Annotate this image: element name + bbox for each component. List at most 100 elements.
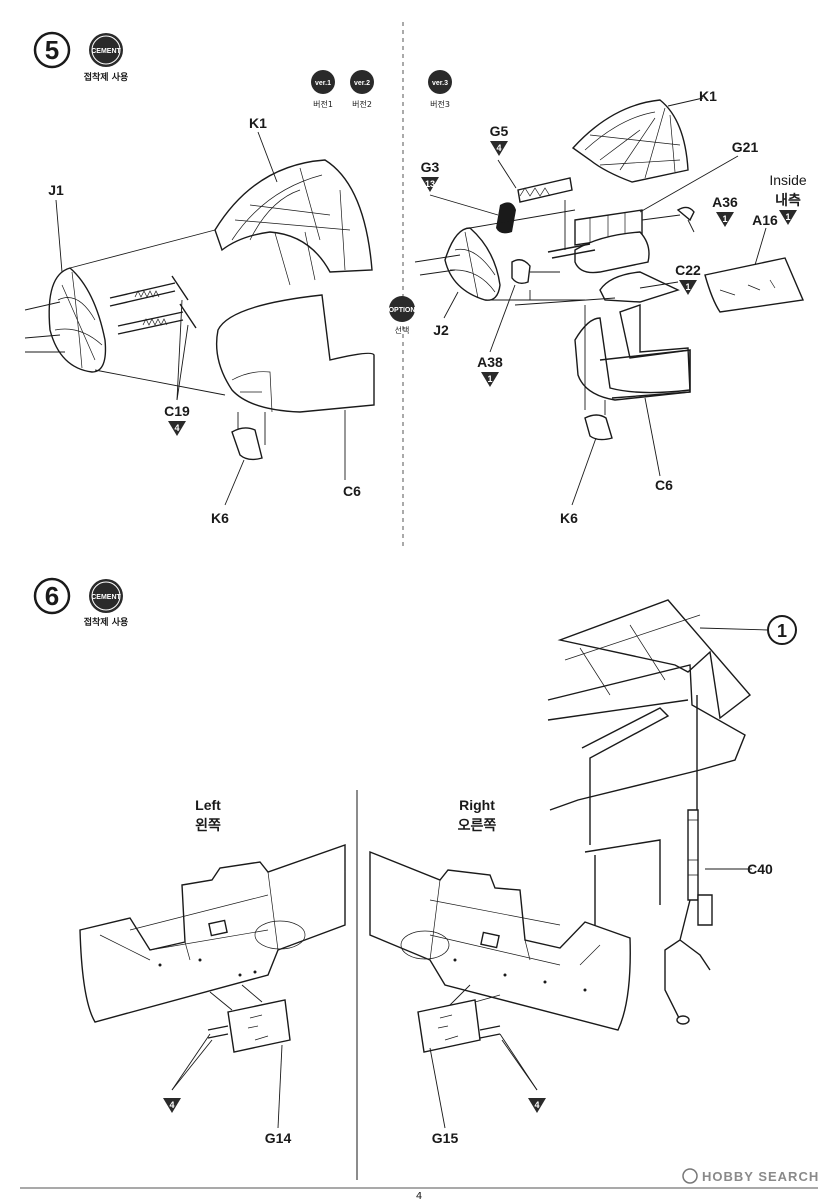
label-A38: A38 <box>477 354 503 370</box>
label-A36: A36 <box>712 194 738 210</box>
step6-header: 6 CEMENT 접착제 사용 <box>33 577 129 628</box>
cement-badge-step6: CEMENT <box>91 594 121 601</box>
step6-left-drawing: Left 왼쪽 4 G14 <box>79 797 346 1146</box>
part-K6-right <box>584 414 613 441</box>
canopy-K1-left <box>214 159 373 273</box>
step6-right-drawing: Right 오른쪽 4 G15 <box>369 797 631 1146</box>
label-C6: C6 <box>343 483 361 499</box>
label-A16: A16 <box>752 212 778 228</box>
quantity-triangle-icon <box>168 421 186 436</box>
option-badge: OPTION <box>389 307 416 314</box>
quantity-triangle-icon <box>490 141 508 156</box>
label-inside-kr: 내측 <box>775 192 801 208</box>
label-K6-right: K6 <box>560 510 578 526</box>
gun-C19 <box>109 275 197 335</box>
cement-icon <box>89 33 123 67</box>
cement-note: 접착제 사용 <box>84 71 129 83</box>
version-1-label: 버전1 <box>313 99 333 109</box>
seat-C22 <box>599 271 680 303</box>
version-badge-icon <box>350 70 374 94</box>
label-right-en: Right <box>459 797 495 813</box>
lower-hull-C6-left <box>215 294 375 413</box>
step6-c40-drawing: 1 C40 <box>547 599 797 1025</box>
canopy-K1-right <box>571 99 689 183</box>
quantity-triangle-icon <box>163 1098 181 1113</box>
decal-panel <box>480 931 500 949</box>
qty-C22: 1 <box>685 282 690 292</box>
step5-right-drawing <box>414 97 805 506</box>
lower-hull-C6-right <box>574 304 691 401</box>
label-right-kr: 오른쪽 <box>458 817 497 833</box>
label-C40: C40 <box>747 861 773 877</box>
version-1-badge: ver.1 <box>315 80 331 87</box>
part-A36 <box>676 206 695 222</box>
qty-G14: 4 <box>169 1100 174 1110</box>
qty-G3: 13 <box>425 179 435 189</box>
turret-interior <box>574 231 650 274</box>
part-G15 <box>417 999 481 1053</box>
step5-number-circle <box>33 31 71 69</box>
cement-icon <box>89 579 123 613</box>
part-A38 <box>511 259 531 285</box>
nose-glazing-J2 <box>444 227 501 301</box>
step6-number: 6 <box>45 581 59 611</box>
version-3-badge: ver.3 <box>432 80 448 87</box>
qty-G5: 4 <box>496 143 501 153</box>
step5-left-drawing <box>24 131 375 506</box>
label-K6: K6 <box>211 510 229 526</box>
fuselage-right <box>369 850 631 1031</box>
part-G14 <box>227 999 291 1053</box>
decal-panel <box>208 919 228 937</box>
panel-A16 <box>704 257 805 313</box>
step5-right-labels: K1 G21 G5 4 G3 13 A36 1 Inside 내측 1 A16 … <box>421 88 807 526</box>
cement-note-step6: 접착제 사용 <box>84 616 129 628</box>
version-badge-icon <box>311 70 335 94</box>
step5-left-labels: K1 J1 C19 4 C6 K6 <box>48 115 361 526</box>
page-number: 4 <box>416 1191 422 1200</box>
label-G21: G21 <box>732 139 759 155</box>
label-J1: J1 <box>48 182 64 198</box>
version-badge-icon <box>428 70 452 94</box>
step5-header: 5 CEMENT 접착제 사용 <box>33 31 129 83</box>
qty-C19: 4 <box>174 423 179 433</box>
qty-A36: 1 <box>722 214 727 224</box>
watermark-logo-icon <box>682 1168 698 1184</box>
label-C6-right: C6 <box>655 477 673 493</box>
watermark: HOBBY SEARCH <box>682 1168 818 1184</box>
option-marker: OPTION 선택 <box>389 296 416 335</box>
qty-A38: 1 <box>487 374 492 384</box>
label-inside-en: Inside <box>769 172 807 188</box>
quantity-triangle-icon <box>481 372 499 387</box>
label-C22: C22 <box>675 262 701 278</box>
step5-number: 5 <box>45 35 59 65</box>
part-C40 <box>687 809 699 901</box>
version-2-badge: ver.2 <box>354 80 370 87</box>
magazine-G3 <box>496 202 516 234</box>
label-K1-right: K1 <box>699 88 717 104</box>
label-left-en: Left <box>195 797 221 813</box>
label-G14: G14 <box>265 1130 292 1146</box>
qty-inside: 1 <box>785 212 790 222</box>
option-label: 선택 <box>395 325 410 335</box>
assembly-ref-number: 1 <box>777 621 787 641</box>
label-G5: G5 <box>490 123 509 139</box>
quantity-triangle-icon <box>421 177 439 192</box>
option-icon <box>389 296 415 322</box>
version-3-label: 버전3 <box>430 99 450 109</box>
quantity-triangle-icon <box>528 1098 546 1113</box>
sub-assembly-1 <box>557 599 752 720</box>
version-2-label: 버전2 <box>352 99 372 109</box>
cement-badge: CEMENT <box>91 48 121 55</box>
step6-number-circle <box>33 577 71 615</box>
qty-G15: 4 <box>534 1100 539 1110</box>
label-C19: C19 <box>164 403 190 419</box>
quantity-triangle-icon <box>779 210 797 225</box>
gun-G5 <box>517 177 573 203</box>
quantity-triangle-icon <box>679 280 697 295</box>
version-badges: ver.1 버전1 ver.2 버전2 ver.3 버전3 <box>311 70 452 109</box>
label-left-kr: 왼쪽 <box>195 817 221 833</box>
label-G3: G3 <box>421 159 440 175</box>
frame-rail <box>581 707 670 845</box>
quantity-triangle-icon <box>716 212 734 227</box>
